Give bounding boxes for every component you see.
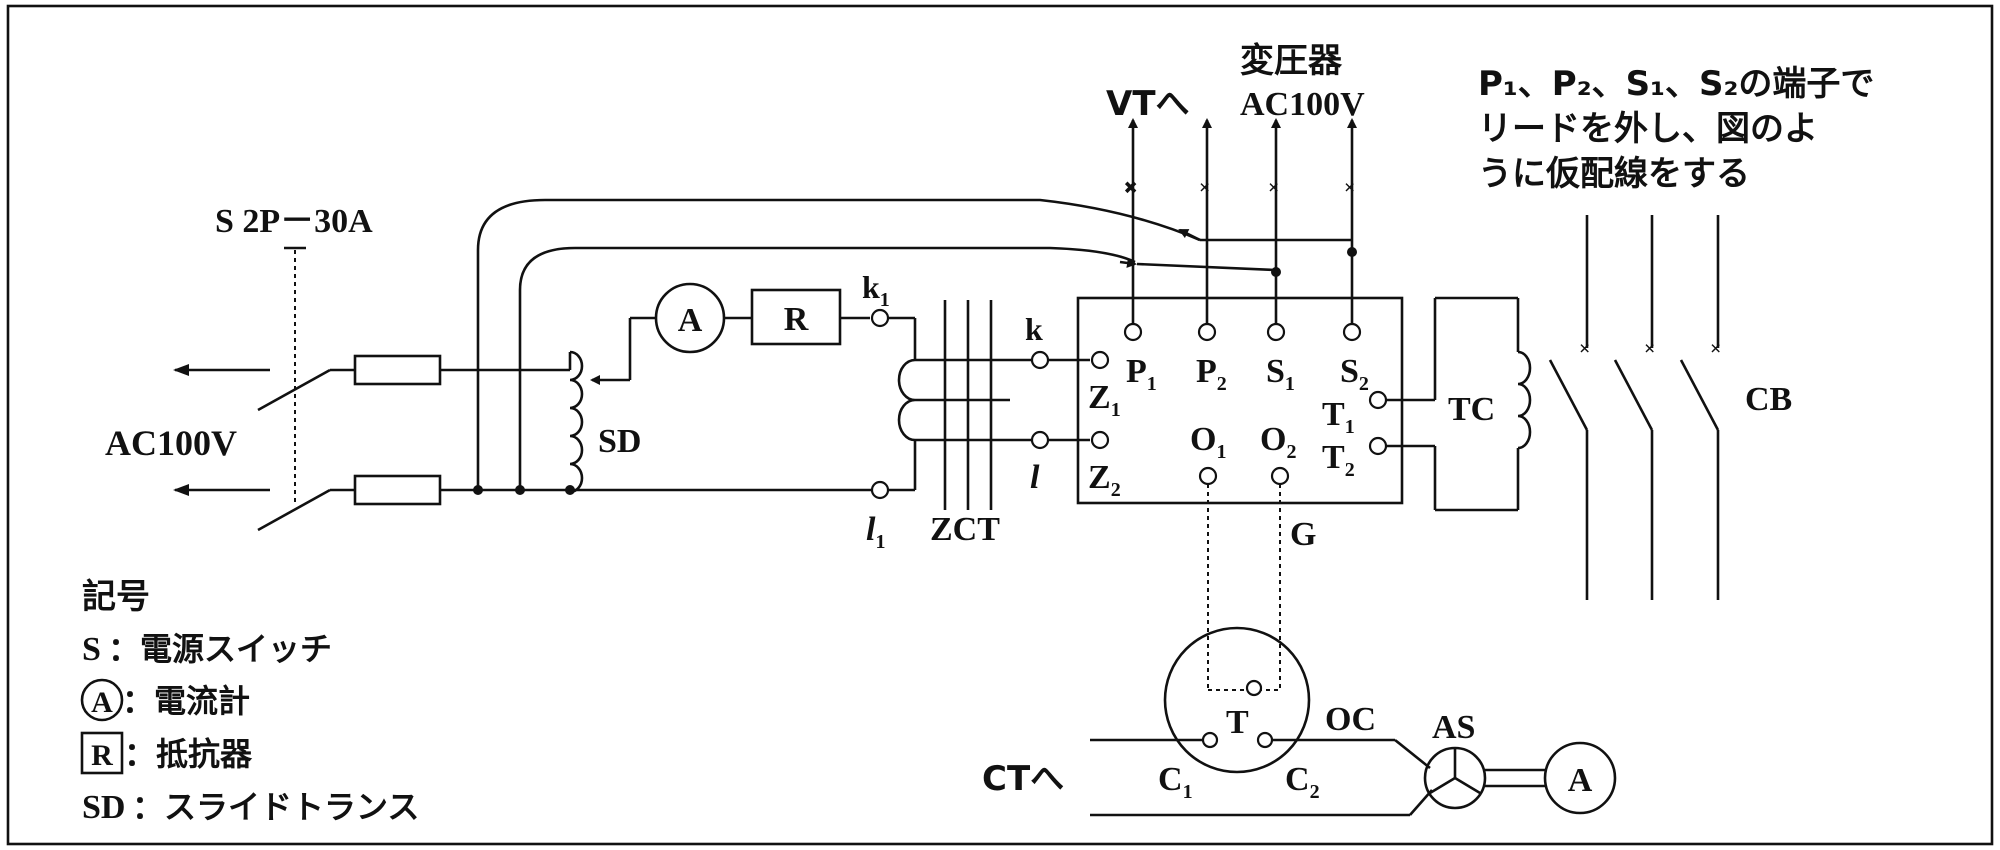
terminal-z1 [1090,350,1110,370]
outer-frame [6,4,1994,846]
power-switch-group: S 2P－30A AC100V [105,203,373,532]
ct-label: CTへ [982,759,1064,799]
cut-mark-p1: × [1125,177,1136,199]
fuse-lower [353,474,442,506]
terminal-l [1030,430,1050,450]
s2-label: S2 [1340,353,1369,395]
junction-node-3 [565,485,575,495]
terminal-o2 [1270,466,1290,486]
trip-coil: TC [1386,296,1532,512]
cut-mark-p2: × [1199,177,1210,199]
ammeter-main: A [654,282,726,354]
t1-label: T1 [1322,396,1355,438]
wire-outer-loop [476,198,1201,490]
transformer-label-2: AC100V [1240,86,1365,123]
terminal-k [1030,350,1050,370]
l1-label: l1 [866,511,885,553]
resistor: R [750,288,842,346]
legend-sd-desc: ：スライドトランス [132,788,419,826]
c1-label: C1 [1158,761,1193,803]
legend-r-desc: ：抵抗器 [124,735,253,773]
l-label: l [1030,459,1040,496]
ammeter-switch: AS [1423,709,1487,810]
legend-s-key: S [82,631,101,668]
tc-label: TC [1448,391,1495,428]
p2-label: P2 [1196,353,1227,395]
o1-label: O1 [1190,421,1226,463]
wire-inner-loop [518,246,1136,490]
fuse-upper [353,354,442,386]
svg-text:×: × [1710,338,1721,360]
sd-coil [569,350,584,494]
terminal-t1 [1368,390,1388,410]
transformer-label-1: 変圧器 [1240,41,1343,81]
legend-ammeter-symbol [80,678,124,722]
switch-label: S 2P－30A [215,203,373,240]
t2-label: T2 [1322,439,1355,481]
note-line-3: うに仮配線をする [1478,154,1750,194]
legend-r-key: R [91,739,113,772]
c2-label: C2 [1285,761,1320,803]
legend: 記号 S ：電源スイッチ A ：電流計 R ：抵抗器 SD ：スライドトランス [80,577,419,826]
k-label: k [1025,311,1043,347]
vt-label: VTへ [1106,84,1190,124]
zct-label: ZCT [930,511,1000,548]
timer-unit: T [1163,626,1311,774]
cut-mark-s2: × [1344,177,1355,199]
source-label: AC100V [105,423,237,463]
timer-label: T [1226,704,1249,741]
z2-label: Z2 [1088,459,1121,501]
tc-coil [1517,350,1532,450]
oc-label: OC [1325,701,1376,738]
terminal-s2 [1342,322,1362,342]
terminal-o1 [1198,466,1218,486]
sd-label: SD [598,423,641,460]
ammeter-label: A [678,302,703,339]
circuit-breaker: × × × CB [1548,215,1792,600]
g-label: G [1290,516,1316,553]
ammeter-secondary: A [1543,741,1617,815]
z1-label: Z1 [1088,379,1121,421]
terminal-c1 [1201,731,1219,749]
terminal-c2 [1256,731,1274,749]
legend-a-desc: ：電流計 [122,682,250,720]
relay-top-terminals: × P1 × P2 × S1 × S2 [1123,118,1369,395]
legend-s-desc: ：電源スイッチ [108,630,332,668]
svg-text:×: × [1644,338,1655,360]
note-line-1: P₁、P₂、S₁、S₂の端子で [1478,64,1874,104]
s1-label: S1 [1266,353,1295,395]
as-ammeter-label: A [1568,762,1593,799]
legend-a-key: A [91,686,113,719]
as-label: AS [1432,709,1475,746]
resistor-label: R [784,301,809,338]
terminal-p2 [1197,322,1217,342]
terminal-s1 [1266,322,1286,342]
k1-label: k1 [862,269,890,311]
cb-label: CB [1745,381,1792,418]
o2-label: O2 [1260,421,1296,463]
legend-title: 記号 [82,577,150,617]
terminal-p1 [1123,322,1143,342]
terminal-l1 [870,480,890,500]
switch-blade-upper [257,368,331,412]
timer-terminal-top [1245,679,1263,697]
zct-coil [897,358,916,442]
timer-circle [1163,626,1311,774]
legend-sd-key: SD [82,789,125,826]
svg-text:×: × [1579,338,1590,360]
legend-resistor-symbol [80,731,124,775]
cut-mark-s1: × [1268,177,1279,199]
terminal-z2 [1090,430,1110,450]
terminal-k1 [870,308,890,328]
slide-transformer: SD [568,318,641,494]
note-line-2: リードを外し、図のよ [1478,109,1818,149]
p1-label: P1 [1126,353,1157,395]
terminal-t2 [1368,436,1388,456]
switch-blade-lower [257,488,331,532]
